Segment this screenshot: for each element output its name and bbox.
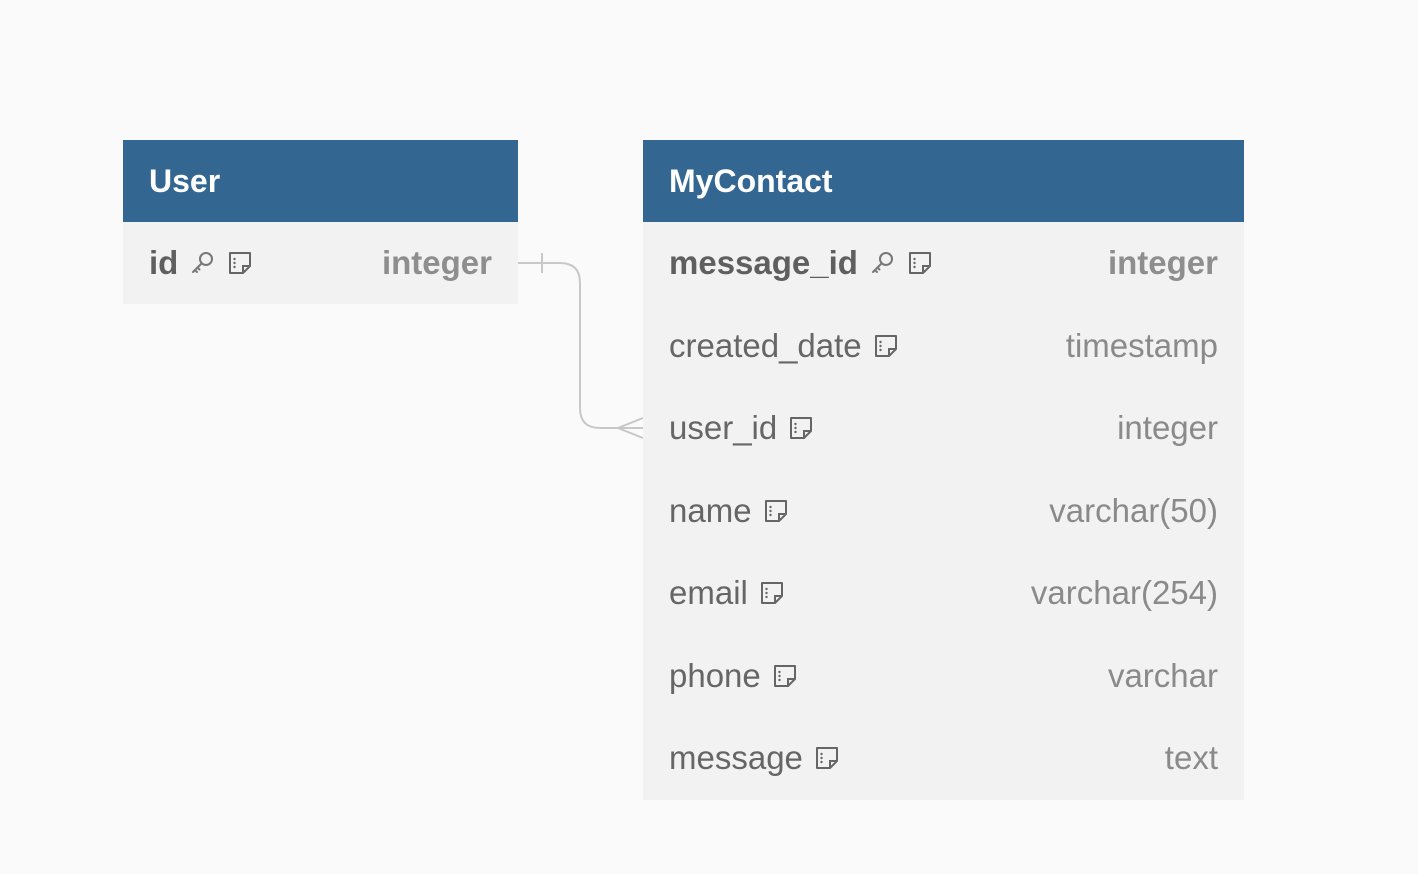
note-icon[interactable] (758, 579, 786, 607)
column-type: integer (1107, 244, 1218, 282)
column-type: text (1164, 739, 1218, 777)
column-name: user_id (669, 409, 778, 447)
column-row-email[interactable]: email varchar(254) (643, 552, 1244, 635)
note-icon[interactable] (787, 414, 815, 442)
table-header-mycontact[interactable]: MyContact (643, 140, 1244, 222)
note-icon[interactable] (872, 332, 900, 360)
many-cardinality-marker (615, 417, 644, 439)
column-type: timestamp (1065, 326, 1218, 364)
column-row-created-date[interactable]: created_date timestamp (643, 305, 1244, 388)
note-icon[interactable] (906, 249, 934, 277)
column-row-name[interactable]: name varchar(50) (643, 470, 1244, 553)
column-row-phone[interactable]: phone varchar (643, 635, 1244, 718)
column-type: varchar (1107, 656, 1218, 694)
table-header-user[interactable]: User (123, 140, 518, 222)
key-icon (868, 249, 896, 277)
column-name: created_date (669, 326, 862, 364)
note-icon[interactable] (813, 744, 841, 772)
relationship-line (518, 262, 643, 429)
column-type: varchar(50) (1049, 491, 1218, 529)
column-row-message-id[interactable]: message_id integer (643, 222, 1244, 305)
column-name: message_id (669, 244, 858, 282)
note-icon[interactable] (771, 662, 799, 690)
note-icon[interactable] (226, 249, 254, 277)
table-mycontact[interactable]: MyContact message_id integer created_dat… (643, 140, 1244, 800)
column-type: integer (1117, 409, 1218, 447)
column-name: id (149, 244, 179, 282)
table-user[interactable]: User id integer (123, 140, 518, 304)
column-row-message[interactable]: message text (643, 717, 1244, 800)
note-icon[interactable] (762, 497, 790, 525)
column-type: varchar(254) (1030, 574, 1218, 612)
column-name: email (669, 574, 748, 612)
column-type: integer (381, 244, 492, 282)
key-icon (188, 249, 216, 277)
column-row-user-id[interactable]: user_id integer (643, 387, 1244, 470)
column-name: phone (669, 656, 761, 694)
column-row-id[interactable]: id integer (123, 222, 518, 305)
column-name: name (669, 491, 752, 529)
column-name: message (669, 739, 803, 777)
